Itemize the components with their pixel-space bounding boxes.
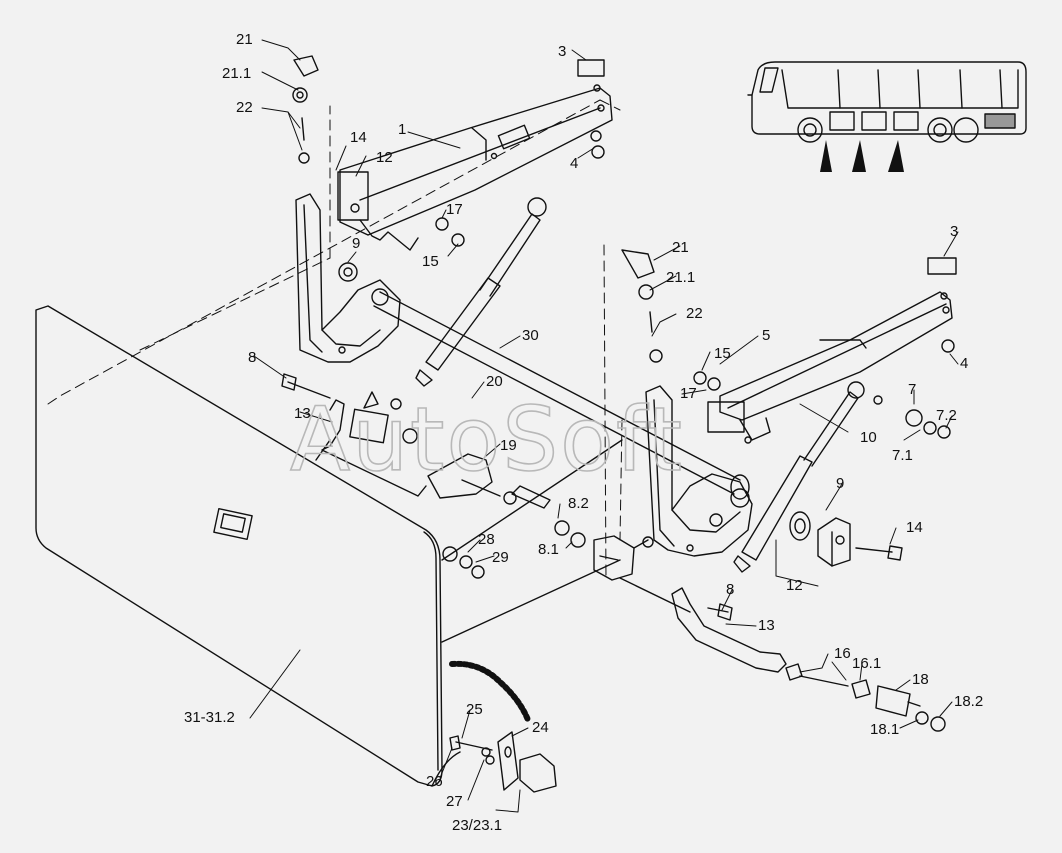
callout: 17: [446, 201, 463, 218]
rod-and-sleeve: [785, 663, 921, 717]
bolt-head: [281, 373, 297, 391]
callout: 13: [294, 405, 311, 422]
callout: 25: [466, 701, 483, 718]
callout: 13: [758, 617, 775, 634]
callout: 30: [522, 327, 539, 344]
callout: 8.2: [568, 495, 589, 512]
callout: 3: [950, 223, 958, 240]
service-flap: [35, 305, 623, 787]
callout: 17: [680, 385, 697, 402]
callout: 18: [912, 671, 929, 688]
bus-side-view-icon: [747, 61, 1027, 143]
callout-labels: 21 21.1 22 14 12 1 3 4 17 15 9 30 5 21 2…: [184, 31, 983, 834]
callout: 31-31.2: [184, 709, 235, 726]
callout: 21.1: [666, 269, 695, 286]
bolt-14-right: [855, 547, 893, 553]
right-lock-linkage: [671, 587, 787, 673]
bolt-head: [887, 545, 903, 561]
callout: 12: [376, 149, 393, 166]
callout: 12: [786, 577, 803, 594]
watermark: AutoSoft: [290, 388, 684, 491]
callout: 7.2: [936, 407, 957, 424]
left-upper-arm: [337, 84, 613, 251]
callout: 5: [762, 327, 770, 344]
callout: 1: [398, 121, 406, 138]
right-gas-spring: [733, 381, 865, 573]
callout: 22: [686, 305, 703, 322]
lock-plate: [593, 535, 691, 613]
left-hinge-bracket: [295, 193, 401, 363]
callout: 22: [236, 99, 253, 116]
arrow-up-icon: [820, 140, 904, 172]
right-upper-arm: [707, 291, 953, 444]
callout: 24: [532, 719, 549, 736]
cable-hose: [449, 660, 531, 723]
center-lines: [47, 99, 623, 581]
callout: 4: [570, 155, 578, 172]
leader-lines: [249, 39, 959, 813]
callout: 9: [352, 235, 360, 252]
callout: 20: [486, 373, 503, 390]
callout: 23/23.1: [452, 817, 502, 834]
callout: 3: [558, 43, 566, 60]
left-lock-linkage: [315, 399, 551, 509]
torsion-shaft: [373, 291, 750, 500]
callout: 4: [960, 355, 968, 372]
callout: 18.1: [870, 721, 899, 738]
right-hinge-bracket: [645, 385, 753, 557]
callout: 29: [492, 549, 509, 566]
callout: 21: [672, 239, 689, 256]
callout: 19: [500, 437, 517, 454]
callout: 18.2: [954, 693, 983, 710]
left-gas-spring: [415, 197, 547, 387]
callout: 9: [836, 475, 844, 492]
callout: 14: [906, 519, 923, 536]
callout: 16: [834, 645, 851, 662]
callout: 27: [446, 793, 463, 810]
callout: 16.1: [852, 655, 881, 672]
callout: 7: [908, 381, 916, 398]
callout: 14: [350, 129, 367, 146]
callout: 15: [422, 253, 439, 270]
callout: 7.1: [892, 447, 913, 464]
right-block: [789, 511, 851, 567]
callout: 10: [860, 429, 877, 446]
callout: 8.1: [538, 541, 559, 558]
callout: 21.1: [222, 65, 251, 82]
callout: 26: [426, 773, 443, 790]
callout: 15: [714, 345, 731, 362]
callout: 8: [248, 349, 256, 366]
callout: 28: [478, 531, 495, 548]
callout: 8: [726, 581, 734, 598]
callout: 21: [236, 31, 253, 48]
latch-assembly: [449, 731, 557, 793]
